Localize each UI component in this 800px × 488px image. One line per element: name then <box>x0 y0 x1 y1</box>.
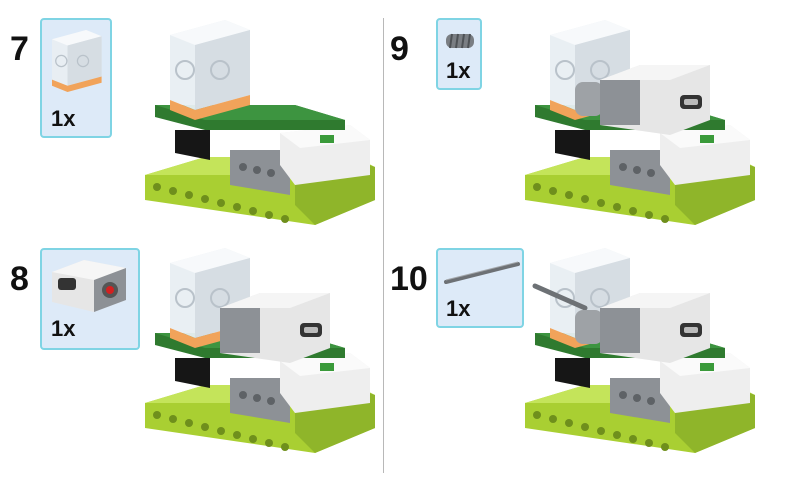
step-7-quantity: 1x <box>51 106 76 131</box>
step-10-number: 10 <box>390 260 428 298</box>
step-7-model <box>145 20 375 225</box>
step-10-quantity: 1x <box>446 296 471 321</box>
worm-gear-icon <box>446 33 474 49</box>
step-8-parts-callout: 1x <box>40 248 140 350</box>
step-8-model <box>145 248 375 453</box>
step-10-model <box>525 248 755 453</box>
step-9-parts-callout: 1x <box>436 18 482 90</box>
step-9-model <box>525 20 755 225</box>
step-8-quantity: 1x <box>51 316 76 341</box>
transparent-brick-icon <box>51 29 103 93</box>
step-10-parts-callout: 1x <box>436 248 524 328</box>
axle-icon <box>444 261 520 284</box>
motor-icon <box>52 260 126 312</box>
step-9-quantity: 1x <box>446 58 471 83</box>
step-7-number: 7 <box>10 30 29 68</box>
step-9-number: 9 <box>390 30 409 68</box>
column-divider <box>383 18 384 473</box>
step-7-parts-callout: 1x <box>40 18 112 138</box>
step-8-number: 8 <box>10 260 29 298</box>
